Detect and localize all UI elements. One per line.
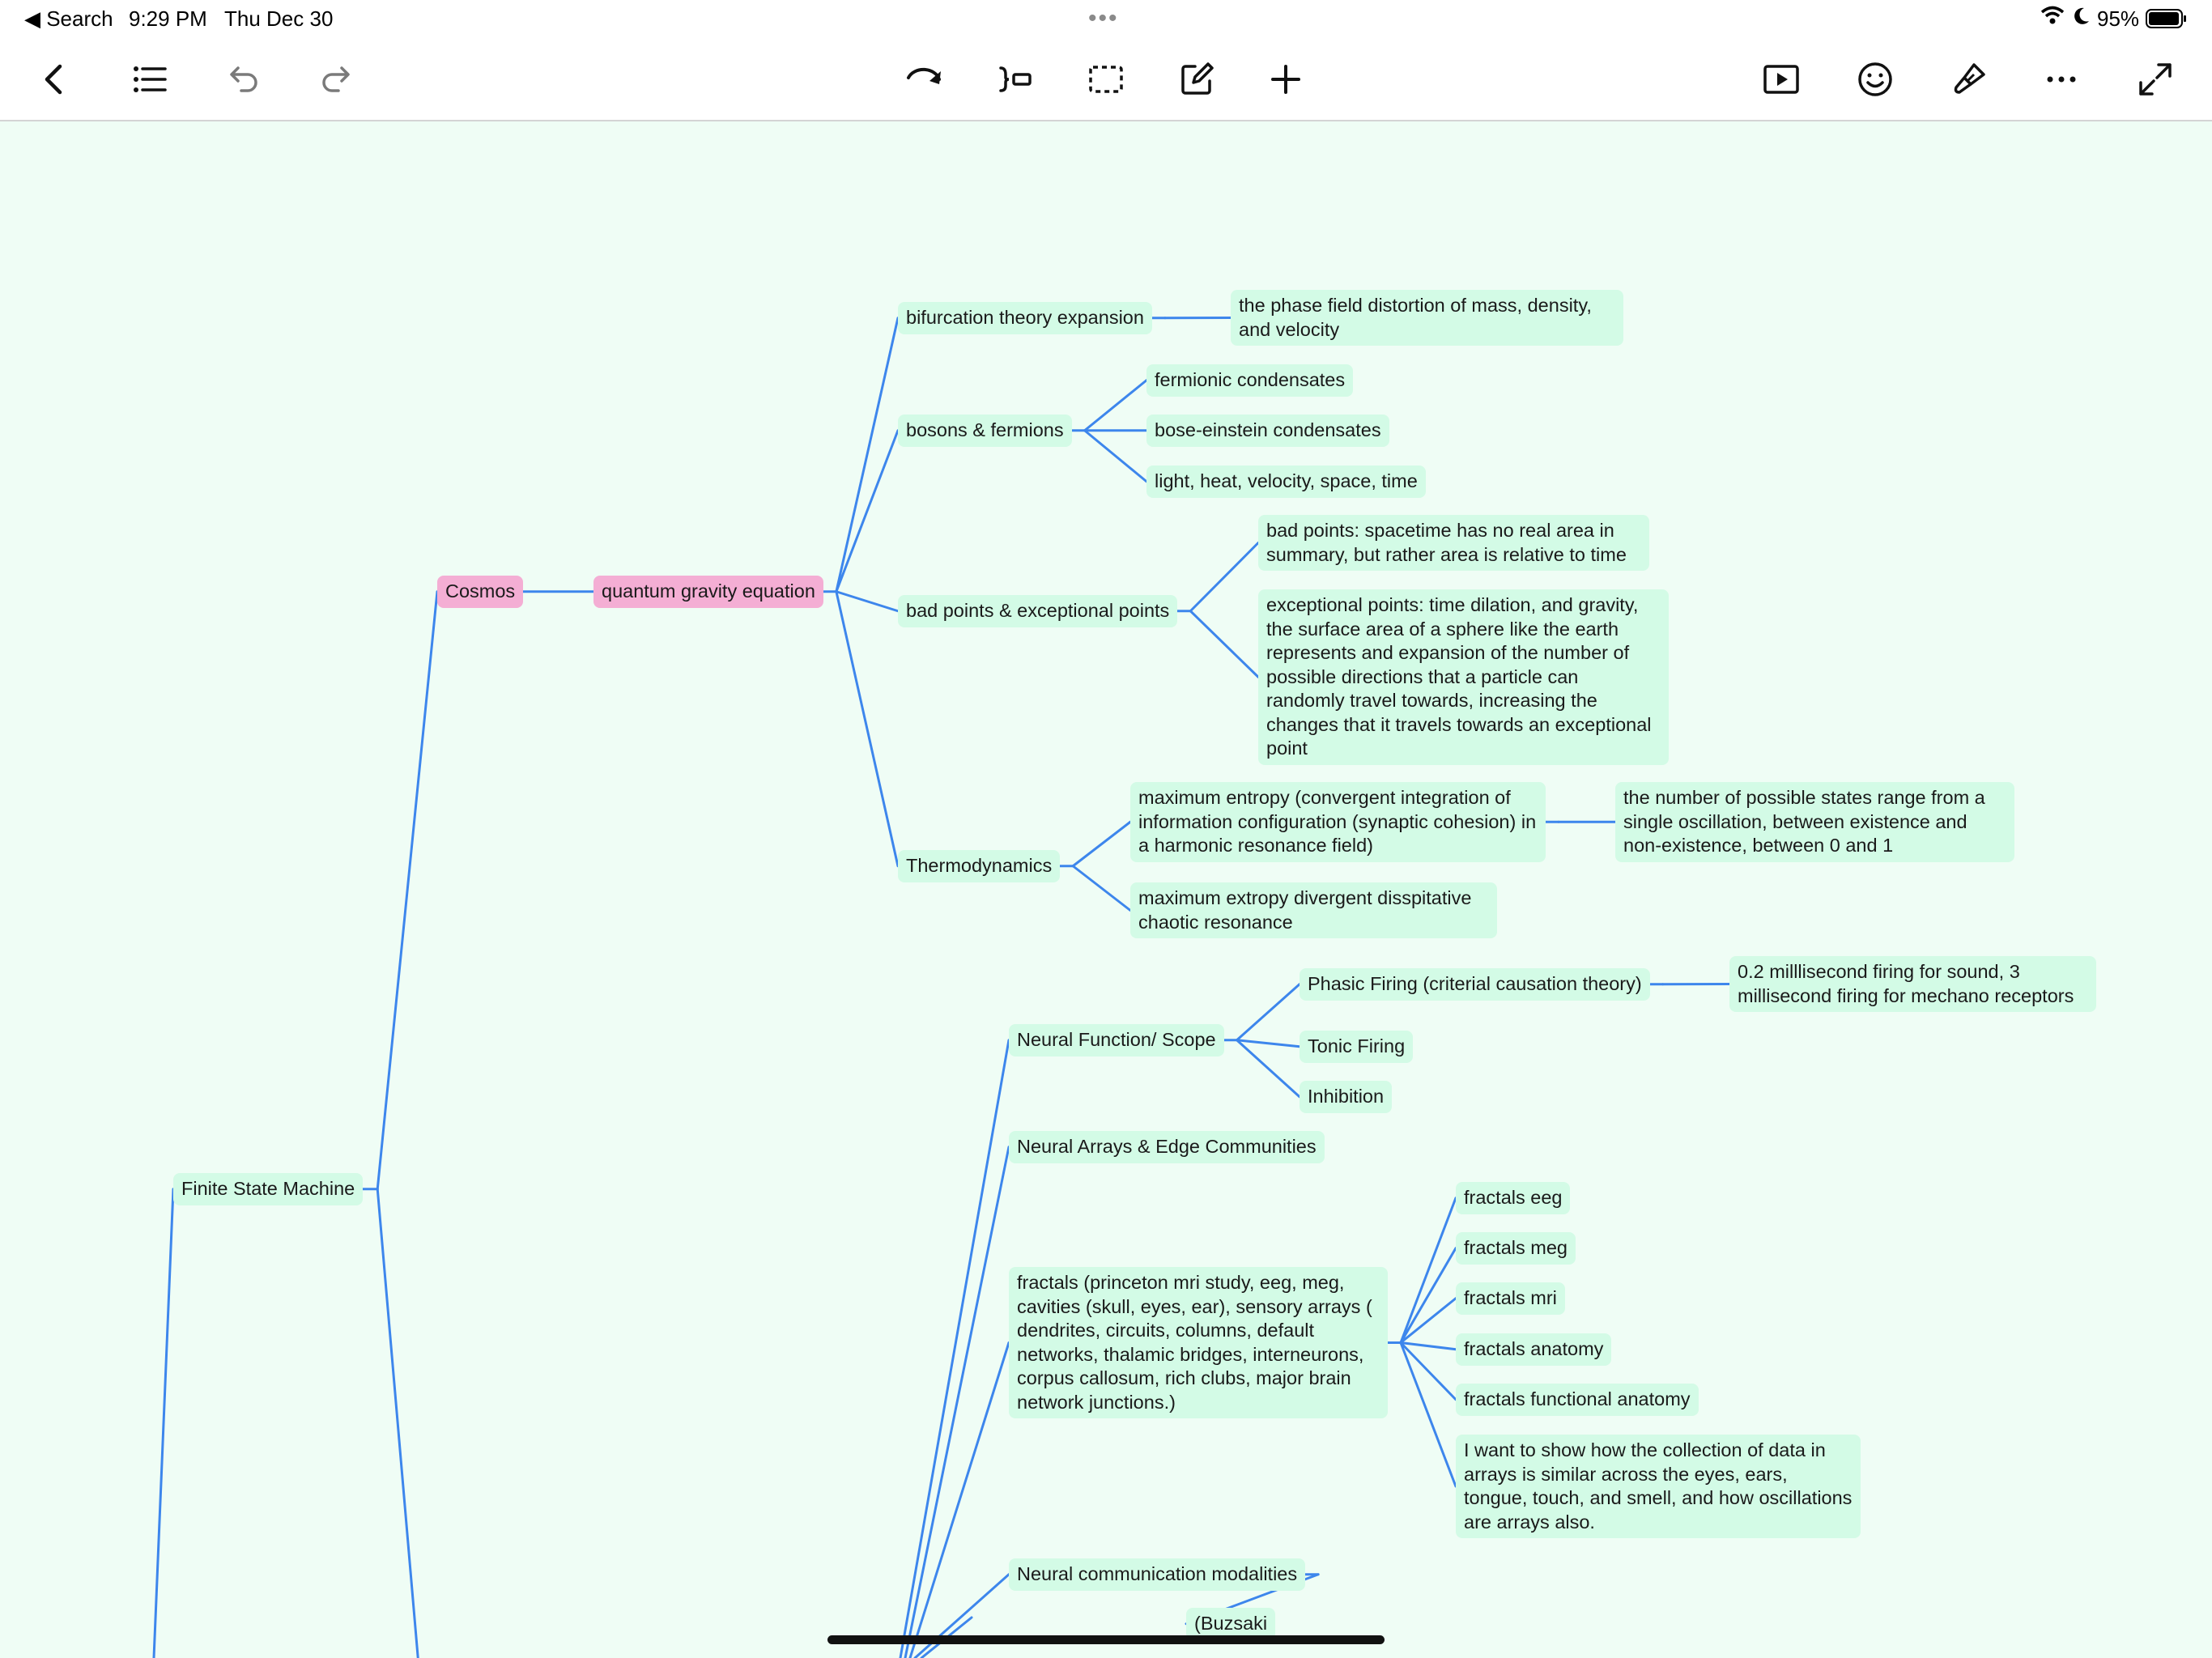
connector-line bbox=[913, 1573, 1010, 1658]
connector-line bbox=[1189, 610, 1260, 678]
battery-icon bbox=[2146, 9, 2188, 34]
status-time: 9:29 PM bbox=[129, 6, 207, 31]
node-phase-field-distortion[interactable]: the phase field distortion of mass, dens… bbox=[1231, 290, 1623, 346]
emoji-icon[interactable] bbox=[1853, 57, 1898, 102]
outline-list-icon[interactable] bbox=[126, 57, 172, 102]
connector-line bbox=[1083, 379, 1148, 432]
chevron-left-icon[interactable] bbox=[32, 57, 78, 102]
connector-line bbox=[1236, 1039, 1301, 1099]
home-indicator[interactable] bbox=[827, 1635, 1385, 1644]
node-fractals-anatomy[interactable]: fractals anatomy bbox=[1456, 1333, 1612, 1366]
node-fractals-mri[interactable]: fractals mri bbox=[1456, 1282, 1565, 1315]
node-inhibition[interactable]: Inhibition bbox=[1300, 1081, 1393, 1113]
toolbar bbox=[0, 39, 2212, 121]
node-fractals-meg[interactable]: fractals meg bbox=[1456, 1232, 1576, 1265]
connector-line bbox=[1399, 1197, 1457, 1344]
connector-line bbox=[1399, 1341, 1457, 1351]
connector-line bbox=[899, 1039, 1010, 1658]
connector-line bbox=[1399, 1297, 1457, 1344]
style-brush-icon[interactable] bbox=[1946, 57, 1992, 102]
node-thermodynamics[interactable]: Thermodynamics bbox=[898, 850, 1061, 882]
node-phasic-firing[interactable]: Phasic Firing (criterial causation theor… bbox=[1300, 968, 1650, 1001]
node-finite-state-machine[interactable]: Finite State Machine bbox=[173, 1173, 364, 1205]
multitasking-dots-icon[interactable]: ••• bbox=[1088, 5, 1119, 32]
more-icon[interactable] bbox=[2039, 57, 2084, 102]
note-edit-icon[interactable] bbox=[1174, 57, 1219, 102]
node-millisecond-firing[interactable]: 0.2 milllisecond firing for sound, 3 mil… bbox=[1729, 956, 2096, 1012]
do-not-disturb-moon-icon bbox=[2073, 6, 2091, 32]
plus-icon[interactable] bbox=[1263, 57, 1308, 102]
connector-line bbox=[1399, 1341, 1457, 1401]
node-bad-points-exceptional-points[interactable]: bad points & exceptional points bbox=[898, 595, 1178, 627]
child-topic-icon[interactable] bbox=[993, 57, 1038, 102]
connector-line bbox=[835, 590, 900, 613]
node-neural-function-scope[interactable]: Neural Function/ Scope bbox=[1009, 1024, 1224, 1056]
connector-line bbox=[904, 1146, 1010, 1658]
node-neural-arrays-edge-communities[interactable]: Neural Arrays & Edge Communities bbox=[1009, 1131, 1325, 1163]
connector-line bbox=[1071, 820, 1132, 868]
selection-box-icon[interactable] bbox=[1083, 57, 1129, 102]
connector-line bbox=[1236, 1039, 1301, 1048]
connector-lines bbox=[152, 317, 1731, 1658]
node-bifurcation-theory-expansion[interactable]: bifurcation theory expansion bbox=[898, 302, 1152, 334]
connector-line bbox=[1071, 865, 1132, 912]
wifi-icon bbox=[2040, 5, 2065, 32]
node-tonic-firing[interactable]: Tonic Firing bbox=[1300, 1031, 1414, 1063]
node-neural-communication-modalities[interactable]: Neural communication modalities bbox=[1009, 1558, 1306, 1591]
play-presentation-icon[interactable] bbox=[1759, 57, 1804, 102]
connector-line bbox=[908, 1341, 1010, 1658]
node-fractals[interactable]: fractals (princeton mri study, eeg, meg,… bbox=[1009, 1267, 1388, 1418]
battery-percent: 95% bbox=[2097, 6, 2140, 31]
node-fractals-functional-anatomy[interactable]: fractals functional anatomy bbox=[1456, 1384, 1699, 1416]
node-quantum-gravity-equation[interactable]: quantum gravity equation bbox=[593, 576, 823, 608]
node-exceptional-points[interactable]: exceptional points: time dilation, and g… bbox=[1258, 589, 1669, 765]
connector-line bbox=[376, 1188, 419, 1658]
undo-icon[interactable] bbox=[220, 57, 266, 102]
connector-line bbox=[152, 1188, 175, 1658]
status-bar: ◀ Search 9:29 PM Thu Dec 30 ••• 95% bbox=[0, 0, 2212, 39]
back-to-app-link[interactable]: ◀ Search bbox=[24, 6, 113, 31]
node-buzsaki[interactable]: (Buzsaki bbox=[1186, 1608, 1276, 1640]
connector-line bbox=[376, 590, 439, 1191]
node-fermionic-condensates[interactable]: fermionic condensates bbox=[1146, 364, 1354, 397]
status-date: Thu Dec 30 bbox=[224, 6, 334, 31]
connector-line bbox=[1189, 542, 1260, 613]
redo-arrow-icon[interactable] bbox=[902, 57, 947, 102]
connector-line bbox=[1399, 1341, 1457, 1488]
node-bosons-fermions[interactable]: bosons & fermions bbox=[898, 414, 1072, 447]
node-maximum-entropy[interactable]: maximum entropy (convergent integration … bbox=[1130, 782, 1546, 862]
node-maximum-extropy[interactable]: maximum extropy divergent disspitative c… bbox=[1130, 882, 1497, 938]
fullscreen-icon[interactable] bbox=[2133, 57, 2178, 102]
connector-line bbox=[1083, 429, 1148, 483]
node-data-collection-arrays-note[interactable]: I want to show how the collection of dat… bbox=[1456, 1435, 1861, 1538]
node-light-heat-velocity[interactable]: light, heat, velocity, space, time bbox=[1146, 466, 1426, 498]
node-fractals-eeg[interactable]: fractals eeg bbox=[1456, 1182, 1571, 1214]
redo-icon[interactable] bbox=[314, 57, 359, 102]
connector-line bbox=[1236, 983, 1301, 1042]
back-app-label: Search bbox=[46, 6, 113, 31]
mindmap-canvas[interactable]: Finite State Machine Cosmos quantum grav… bbox=[0, 121, 2212, 1658]
node-bad-points[interactable]: bad points: spacetime has no real area i… bbox=[1258, 515, 1649, 571]
connector-line bbox=[835, 590, 900, 868]
node-number-of-possible-states[interactable]: the number of possible states range from… bbox=[1615, 782, 2014, 862]
connector-line bbox=[1399, 1247, 1457, 1344]
node-bose-einstein-condensates[interactable]: bose-einstein condensates bbox=[1146, 414, 1389, 447]
node-cosmos[interactable]: Cosmos bbox=[437, 576, 524, 608]
connector-line bbox=[835, 317, 900, 593]
connector-line bbox=[835, 429, 900, 593]
